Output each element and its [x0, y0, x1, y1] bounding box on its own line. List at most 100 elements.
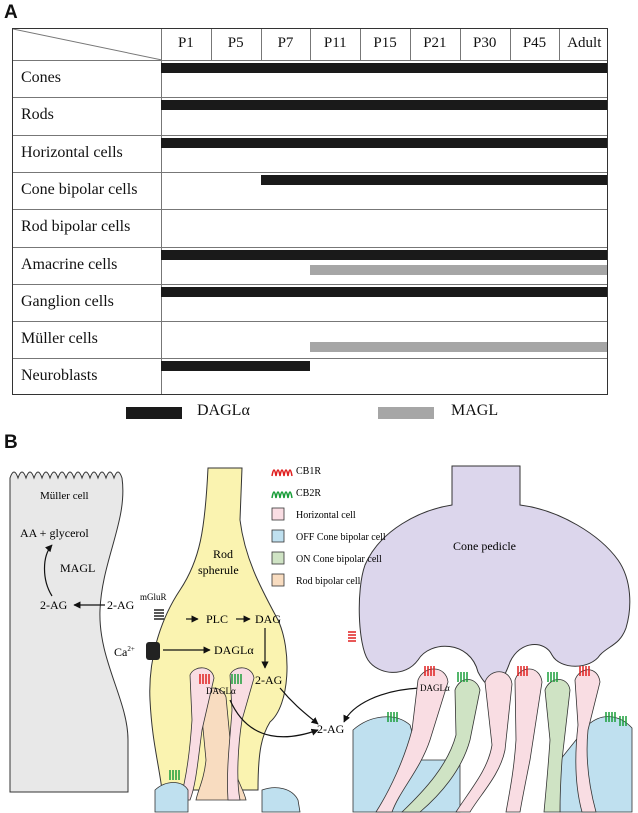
- row-divider: [13, 246, 607, 248]
- header-diagonal: [13, 29, 162, 60]
- stage-header-p30: P30: [473, 35, 497, 51]
- row-label: Neuroblasts: [21, 367, 98, 385]
- row-label: Rods: [21, 106, 54, 124]
- muller-2ag-label: 2-AG: [40, 598, 68, 612]
- row-label: Ganglion cells: [21, 292, 114, 310]
- header-divider: [13, 60, 607, 61]
- row-label: Amacrine cells: [21, 255, 118, 273]
- cone-pedicle-body: [358, 465, 631, 688]
- column-divider: [559, 29, 561, 60]
- cb1r-cone-icon: [348, 631, 356, 642]
- row-divider: [13, 358, 607, 360]
- legend-label: OFF Cone bipolar cell: [296, 532, 386, 543]
- cb2r-cone-icon-3: [387, 712, 398, 722]
- column-divider: [260, 29, 262, 60]
- stage-header-p21: P21: [423, 35, 447, 51]
- column-divider: [210, 29, 212, 60]
- aa-glycerol-label: AA + glycerol: [20, 526, 89, 540]
- cb2r-bottom-icon: [169, 770, 180, 780]
- panel-b-letter: B: [4, 432, 18, 453]
- row-divider: [13, 283, 607, 285]
- endocannabinoid-pathway-diagram: Müller cell AA + glycerol MAGL 2-AG 2-AG…: [9, 465, 633, 813]
- on-bipolar-cone-1: [401, 679, 481, 813]
- off-bipolar-cone-right: [559, 716, 633, 813]
- expression-bar-magl: [310, 264, 607, 275]
- stage-header-p15: P15: [373, 35, 397, 51]
- legend-label: Rod bipolar cell: [296, 576, 361, 587]
- column-divider: [410, 29, 411, 60]
- legend-swatch-dagla: [126, 407, 182, 419]
- cb1r-cone-icon-3: [579, 666, 590, 676]
- legend-swatch-magl: [378, 407, 434, 419]
- column-divider: [360, 29, 362, 60]
- legend-swatch: [271, 529, 285, 543]
- dagla-label: DAGLα: [214, 643, 254, 657]
- muller-cell-label: Müller cell: [40, 490, 89, 502]
- row-divider: [13, 209, 607, 211]
- horizontal-2ag-out-arrow: [229, 699, 319, 738]
- expression-bar-dagla: [161, 63, 607, 73]
- horizontal-process-right: [227, 667, 255, 801]
- ca-label: Ca2+: [114, 645, 135, 659]
- cb2r-cone-icon-1: [457, 672, 468, 682]
- cb1r-rod-icon: [199, 674, 210, 684]
- legend-label-dagla: DAGLα: [197, 402, 250, 419]
- on-bipolar-cone-2: [543, 679, 571, 813]
- panel-a-letter: A: [4, 2, 18, 23]
- cb1r-cone-icon-2: [517, 666, 528, 676]
- stage-header-p45: P45: [522, 35, 547, 51]
- rod-2ag-out-arrow: [279, 687, 319, 725]
- mglur-label: mGluR: [140, 592, 167, 602]
- expression-bar-dagla: [161, 249, 607, 260]
- row-divider: [13, 321, 607, 323]
- row-divider: [13, 134, 607, 136]
- row-label: Horizontal cells: [21, 143, 123, 161]
- row-divider: [13, 97, 607, 99]
- cb2r-rod-icon: [231, 674, 242, 684]
- legend-label: Horizontal cell: [296, 510, 356, 521]
- row-label: Cone bipolar cells: [21, 180, 138, 198]
- rod-dagla-small: DAGLα: [206, 686, 236, 696]
- legend-label: CB1R: [296, 466, 321, 477]
- expression-bar-dagla: [161, 361, 311, 372]
- legend-label: CB2R: [296, 488, 321, 499]
- column-divider: [509, 29, 511, 60]
- stage-header-p1: P1: [177, 35, 194, 51]
- central-2ag-label: 2-AG: [317, 722, 345, 736]
- column-divider: [310, 29, 312, 60]
- cb2r-cone-icon-2: [547, 672, 558, 682]
- magl-arrow: [43, 544, 53, 597]
- horizontal-cone-1: [375, 668, 449, 813]
- expression-bar-dagla: [161, 137, 607, 148]
- cone-pedicle-label: Cone pedicle: [453, 539, 516, 553]
- rod-2ag-label: 2-AG: [255, 673, 283, 687]
- row-label: Cones: [21, 69, 61, 86]
- plc-label: PLC: [206, 612, 228, 626]
- cone-dagla-small: DAGLα: [420, 683, 450, 693]
- ca-channel-icon: [146, 642, 160, 660]
- row-label: Rod bipolar cells: [21, 218, 131, 236]
- rod-spherule-label-2: spherule: [198, 563, 239, 577]
- cb1r-legend-icon: [271, 469, 293, 477]
- legend-label: ON Cone bipolar cell: [296, 554, 382, 565]
- legend-swatch: [271, 507, 285, 521]
- legend-label-magl: MAGL: [451, 402, 499, 419]
- legend-swatch: [271, 573, 285, 587]
- label-column-divider: [161, 29, 162, 394]
- cb2r-legend-icon: [271, 491, 293, 499]
- horizontal-cone-3: [505, 668, 543, 813]
- legend-swatch: [271, 551, 285, 565]
- expression-bar-magl: [310, 342, 607, 353]
- rod-spherule-label-1: Rod: [213, 547, 233, 561]
- mglur-icon: [154, 609, 164, 620]
- magl-label: MAGL: [60, 561, 95, 575]
- row-divider: [13, 171, 607, 173]
- expression-bar-dagla: [161, 100, 607, 111]
- off-bipolar-left: [154, 782, 189, 813]
- horizontal-process-left: [179, 667, 215, 801]
- column-divider: [459, 29, 461, 60]
- cone-2ag-out-arrow: [343, 687, 421, 723]
- expression-bar-dagla: [260, 174, 607, 185]
